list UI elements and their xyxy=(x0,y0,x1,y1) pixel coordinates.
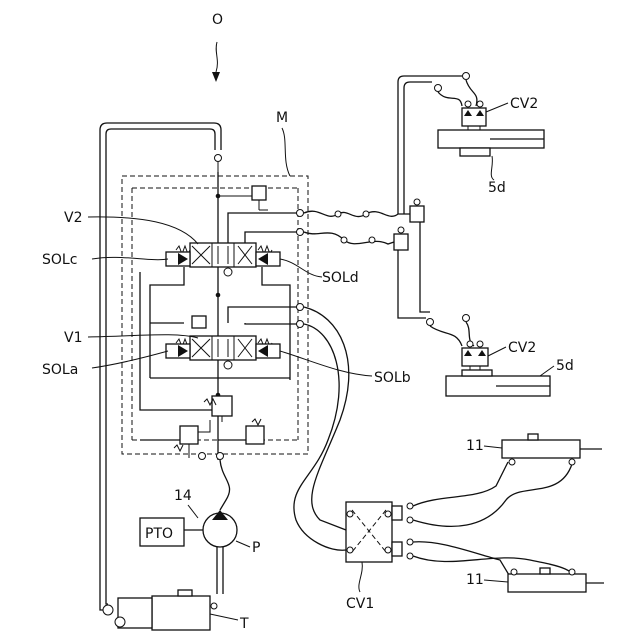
pump-feed-line xyxy=(220,460,230,510)
pump-ref-label: 14 xyxy=(174,488,192,504)
solb-label: SOLb xyxy=(374,370,411,386)
v2-port-lines xyxy=(228,210,304,244)
pump-label: P xyxy=(252,540,260,556)
sola-label: SOLa xyxy=(42,362,78,378)
cv2-bottom-label: CV2 xyxy=(508,340,536,356)
hoses-to-cv1 xyxy=(294,307,349,550)
port-bottom-right xyxy=(217,453,224,460)
solenoid-c xyxy=(166,252,190,266)
cv2-top-assembly xyxy=(438,80,544,156)
check-valve-v1 xyxy=(224,361,232,369)
pump-suction-line xyxy=(217,547,223,594)
solc-leader xyxy=(92,257,168,259)
sold-label: SOLd xyxy=(322,270,359,286)
sold-leader xyxy=(280,259,322,277)
tank xyxy=(103,590,217,630)
solc-label: SOLc xyxy=(42,252,77,268)
v1-leader xyxy=(88,335,198,338)
cyl-5d-bottom-label: 5d xyxy=(556,358,574,374)
check-valve-v2 xyxy=(224,268,232,276)
cyl-5d-bottom-leader xyxy=(540,366,554,376)
relief-valve-top xyxy=(218,186,268,210)
junction-blocks xyxy=(394,73,470,326)
manifold-label: M xyxy=(276,110,288,126)
hoses-to-cyl11 xyxy=(407,462,574,584)
pump xyxy=(184,510,237,547)
solenoid-b xyxy=(256,344,280,358)
v1-port-lines xyxy=(150,304,304,328)
cyl-5d-top-leader xyxy=(491,156,494,180)
cyl11-top-leader xyxy=(484,446,502,448)
v2-leader xyxy=(88,217,198,244)
tank-leader xyxy=(210,614,238,620)
cyl11-bottom-label: 11 xyxy=(466,572,484,588)
cv1-label: CV1 xyxy=(346,596,374,612)
cyl11-top-label: 11 xyxy=(466,438,484,454)
cylinder-11-bottom xyxy=(508,568,604,592)
sola-leader xyxy=(92,351,168,368)
port-bottom-left xyxy=(199,453,206,460)
cv2-bottom-assembly xyxy=(430,322,550,396)
cyl-5d-top-label: 5d xyxy=(488,180,506,196)
system-arrow xyxy=(212,42,220,82)
cv1 xyxy=(346,502,402,562)
v1-label: V1 xyxy=(64,330,82,346)
cylinder-11-top xyxy=(502,434,602,465)
pressure-line xyxy=(216,172,221,460)
cv2-top-leader xyxy=(486,103,508,112)
solb-leader xyxy=(280,351,372,376)
v2-label: V2 xyxy=(64,210,82,226)
manifold-leader xyxy=(282,128,290,176)
cv2-top-label: CV2 xyxy=(510,96,538,112)
cv2-bottom-leader xyxy=(488,347,506,356)
solenoid-d xyxy=(256,252,280,266)
pump-leader xyxy=(236,541,250,547)
cyl11-bottom-leader xyxy=(484,580,508,582)
tank-label: T xyxy=(239,616,249,632)
pump-ref-leader xyxy=(188,505,198,518)
pto-label: PTO xyxy=(145,526,173,542)
system-label: O xyxy=(212,12,223,28)
solenoid-a xyxy=(166,344,190,358)
cv1-leader xyxy=(359,562,362,592)
